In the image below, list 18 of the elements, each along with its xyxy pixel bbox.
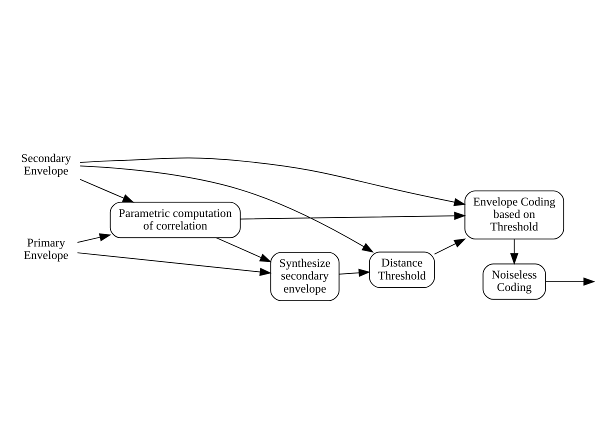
arrow [338, 268, 370, 276]
node-box: Distance Threshold [369, 251, 435, 288]
arrow [80, 165, 374, 252]
node-box: Synthesize secondary envelope [270, 252, 340, 301]
arrow [80, 157, 466, 206]
node-box: Parametric computation of correlation [110, 201, 241, 238]
arrow [77, 232, 112, 242]
arrow [77, 252, 272, 276]
arrow [216, 236, 272, 262]
arrow [510, 238, 518, 264]
arrow [545, 276, 596, 286]
node-text: Secondary Envelope [21, 150, 72, 178]
arrow [80, 178, 134, 202]
arrow [240, 211, 466, 220]
node-box: Noiseless Coding [482, 262, 546, 300]
arrow [434, 238, 466, 254]
node-box: Envelope Coding based on Threshold [464, 190, 564, 239]
node-text: Primary Envelope [24, 234, 68, 262]
